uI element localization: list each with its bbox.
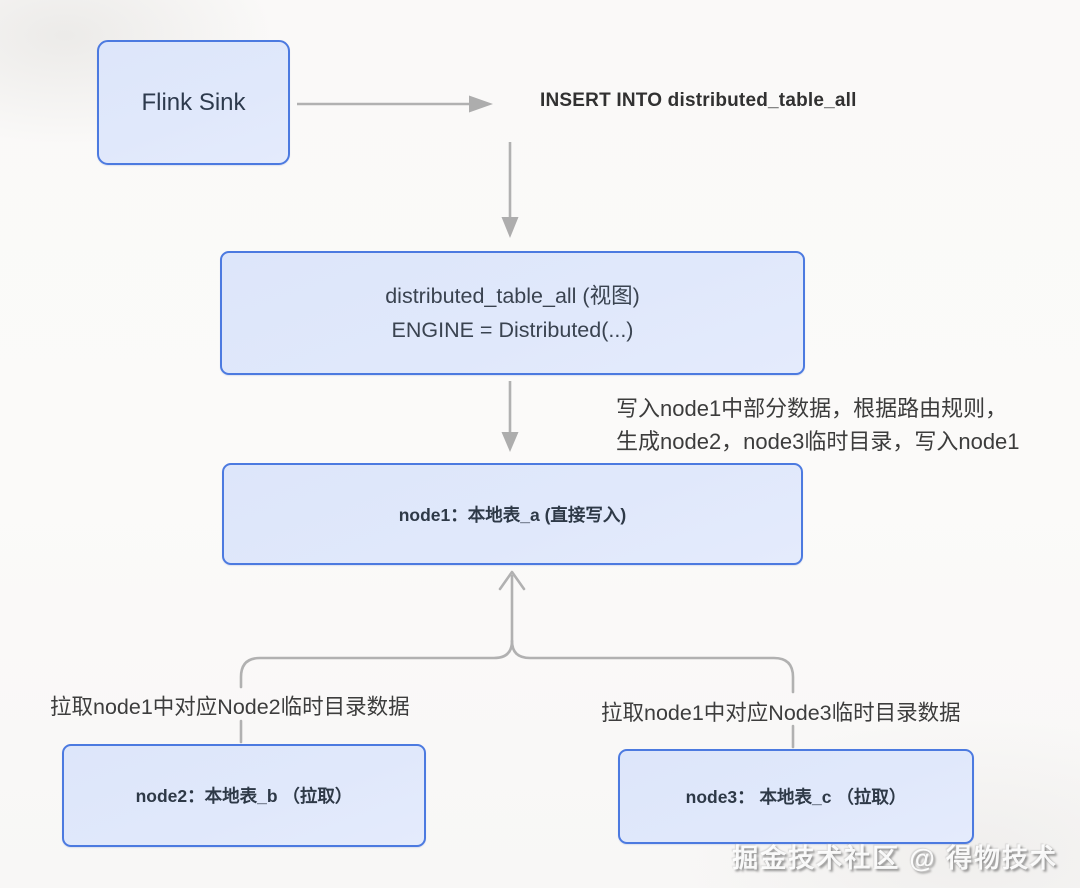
node2-pull-label: 拉取node1中对应Node2临时目录数据 (50, 695, 410, 719)
routing-note: 写入node1中部分数据，根据路由规则， 生成node2，node3临时目录，写… (616, 392, 1020, 458)
node3-pull-label: 拉取node1中对应Node3临时目录数据 (601, 701, 961, 725)
distributed-table-line2: ENGINE = Distributed(...) (391, 318, 634, 342)
node2-label: node2：本地表_b （拉取） (135, 786, 353, 806)
node3-local-table-node: node3： 本地表_c （拉取） (618, 749, 974, 844)
routing-note-line2: 生成node2，node3临时目录，写入node1 (616, 429, 1020, 454)
arrow-down-icon (501, 217, 519, 238)
flink-sink-label: Flink Sink (141, 88, 246, 116)
arrow-flink-to-insert (297, 95, 493, 113)
insert-statement-label: INSERT INTO distributed_table_all (540, 90, 857, 111)
arrow-up-icon (498, 570, 526, 591)
node2-local-table-node: node2：本地表_b （拉取） (62, 744, 426, 847)
routing-note-line1: 写入node1中部分数据，根据路由规则， (616, 396, 1008, 421)
arrow-insert-to-distributed (501, 142, 519, 238)
arrow-down-icon (501, 432, 519, 452)
distributed-table-node: distributed_table_all (视图) ENGINE = Dist… (220, 251, 805, 375)
arrow-distributed-to-node1 (501, 381, 519, 452)
node1-local-table-node: node1：本地表_a (直接写入) (222, 463, 803, 565)
flink-sink-node: Flink Sink (97, 40, 290, 165)
node3-label: node3： 本地表_c （拉取） (685, 787, 907, 807)
distributed-table-line1: distributed_table_all (视图) (385, 284, 640, 308)
node1-label: node1：本地表_a (直接写入) (398, 504, 627, 525)
watermark: 掘金技术社区 @ 得物技术 (732, 843, 1058, 873)
arrow-right-icon (469, 95, 493, 113)
